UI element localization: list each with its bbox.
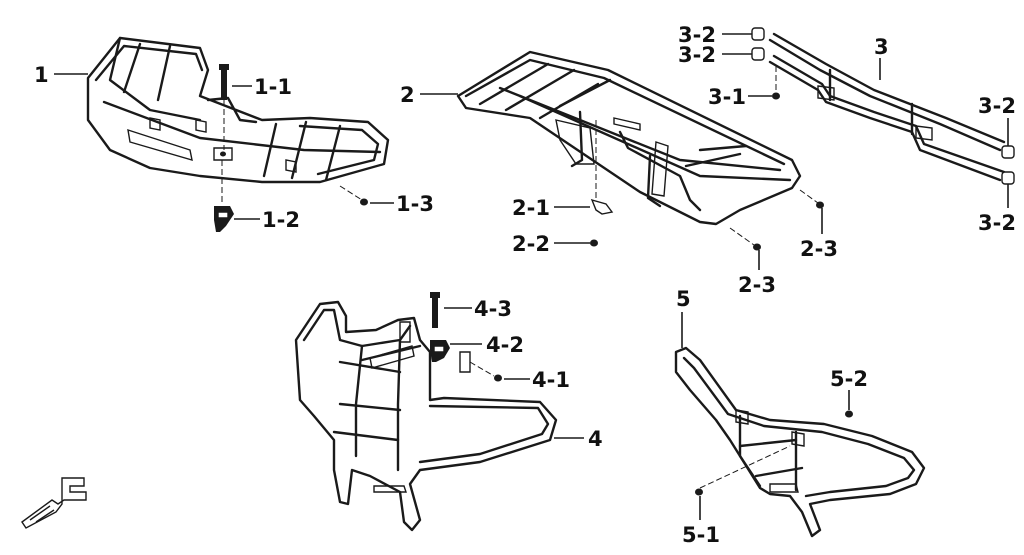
callout-5-1: 5-1 [682,523,720,547]
cap-3-2-top-a [751,27,765,41]
callout-4-1: 4-1 [532,368,570,392]
callout-1: 1 [34,63,49,87]
callout-2: 2 [400,83,415,107]
nut-2-2 [590,239,598,247]
callout-3-2-top-a: 3-2 [678,23,716,47]
clamp-1-2 [214,160,234,232]
cap-3-2-right-a [1001,145,1015,159]
rear-rack-part-2 [456,50,802,226]
callout-3: 3 [874,35,889,59]
cap-3-2-right-b [1001,171,1015,185]
callout-2-3-lower: 2-3 [738,273,776,297]
nut-4-1 [469,361,502,382]
nut-5-2 [845,410,853,418]
nut-2-3-upper [799,189,824,209]
hook-2-1 [590,120,614,215]
cap-3-2-top-b [751,47,765,61]
callout-5: 5 [676,287,691,311]
callout-2-2: 2-2 [512,232,550,256]
front-rack-part-1 [86,36,390,184]
callout-4: 4 [588,427,603,451]
callout-1-3: 1-3 [396,192,434,216]
callout-5-2: 5-2 [830,367,868,391]
callout-3-2-right-a: 3-2 [978,94,1016,118]
nut-3-1 [772,66,780,100]
callout-4-2: 4-2 [486,333,524,357]
nut-5-1 [695,445,791,496]
front-bumper-part-4 [294,300,558,532]
clamp-4-2 [430,340,450,362]
callout-3-2-top-b: 3-2 [678,43,716,67]
callout-labels: 1 1-1 1-2 1-3 2 2-1 2-2 2-3 2-3 3 3-1 3-… [34,23,1016,547]
callout-3-1: 3-1 [708,85,746,109]
nut-1-3 [339,185,368,206]
callout-4-3: 4-3 [474,297,512,321]
leader-lines [54,33,1009,520]
bolt-1-1 [219,64,229,150]
rails-part-3 [768,32,1006,182]
callout-1-1: 1-1 [254,75,292,99]
callout-3-2-right-b: 3-2 [978,211,1016,235]
nut-2-3-lower [729,227,761,251]
front-arrow-icon: F [21,477,87,529]
callout-2-3-upper: 2-3 [800,237,838,261]
callout-2-1: 2-1 [512,196,550,220]
bolt-4-3 [430,292,440,328]
callout-1-2: 1-2 [262,208,300,232]
rear-bumper-part-5 [674,346,926,538]
